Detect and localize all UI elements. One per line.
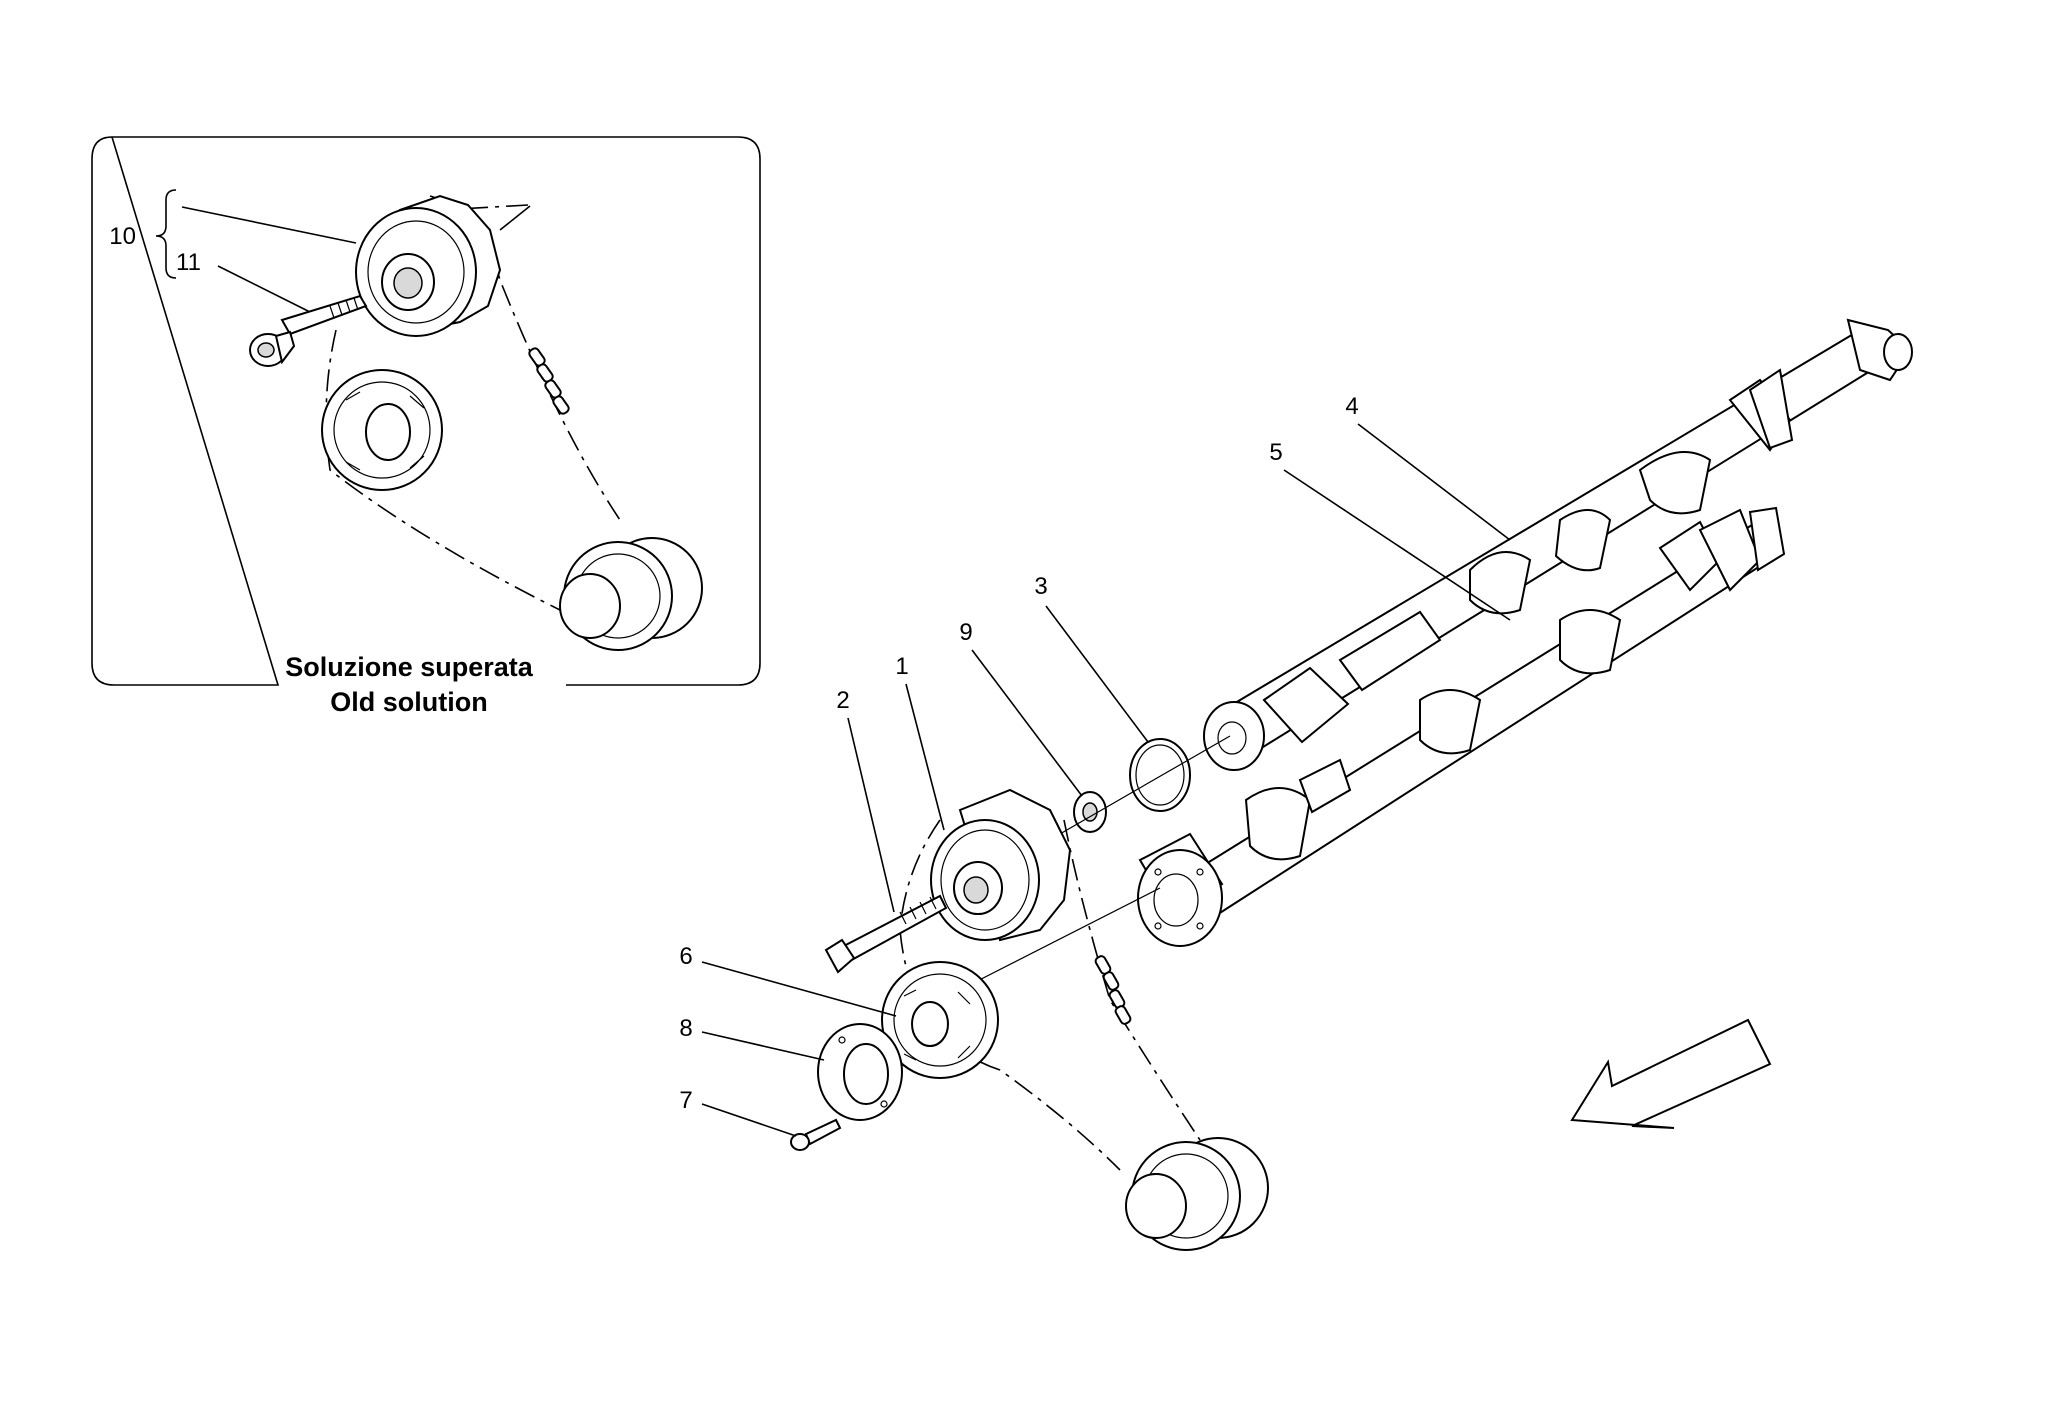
arrow-down-left-icon	[1570, 1018, 1772, 1129]
leader-7	[701, 1103, 797, 1137]
label-7: 7	[679, 1087, 692, 1114]
old-solution-inset: Soluzione superata Old solution 10 11	[91, 136, 761, 717]
bolt-2	[824, 894, 948, 974]
label-3: 3	[1034, 573, 1047, 600]
sprocket-6	[881, 961, 999, 1079]
label-6: 6	[679, 943, 692, 970]
camshaft-4	[1203, 318, 1913, 771]
plate-8	[817, 1023, 903, 1121]
callouts: 1 2 3 4 5 6 7 8 9	[679, 393, 1511, 1137]
variator-1	[930, 788, 1072, 942]
leader-4	[1357, 423, 1511, 541]
label-4: 4	[1345, 393, 1358, 420]
leader-6	[701, 961, 897, 1017]
leader-3	[1045, 605, 1149, 743]
leader-9	[971, 649, 1083, 797]
leader-11	[217, 265, 311, 313]
brace	[155, 189, 177, 279]
camshaft-flange	[1137, 849, 1223, 947]
leader-2	[847, 717, 895, 913]
leader-1	[905, 683, 945, 831]
variator-old	[355, 194, 531, 337]
leader-10	[181, 206, 357, 244]
inset-caption-english: Old solution	[330, 687, 487, 717]
sprocket-inset	[321, 369, 443, 491]
label-9: 9	[959, 619, 972, 646]
label-1: 1	[895, 653, 908, 680]
timing-chain-main	[899, 819, 1201, 1171]
leader-5	[1283, 469, 1511, 621]
leader-8	[701, 1031, 825, 1061]
chain-links-inset	[528, 347, 570, 415]
label-2: 2	[836, 687, 849, 714]
label-10: 10	[109, 223, 136, 250]
chain-links-main	[1094, 955, 1132, 1025]
label-8: 8	[679, 1015, 692, 1042]
label-11: 11	[176, 249, 201, 276]
bolt-11	[249, 294, 368, 367]
double-sprocket-inset	[559, 537, 703, 651]
inset-caption-italian: Soluzione superata	[285, 652, 534, 682]
label-5: 5	[1269, 439, 1282, 466]
double-sprocket-main	[1125, 1137, 1269, 1251]
ring-3	[1129, 738, 1191, 812]
washer-9	[1073, 791, 1107, 833]
screw-7	[790, 1118, 842, 1151]
